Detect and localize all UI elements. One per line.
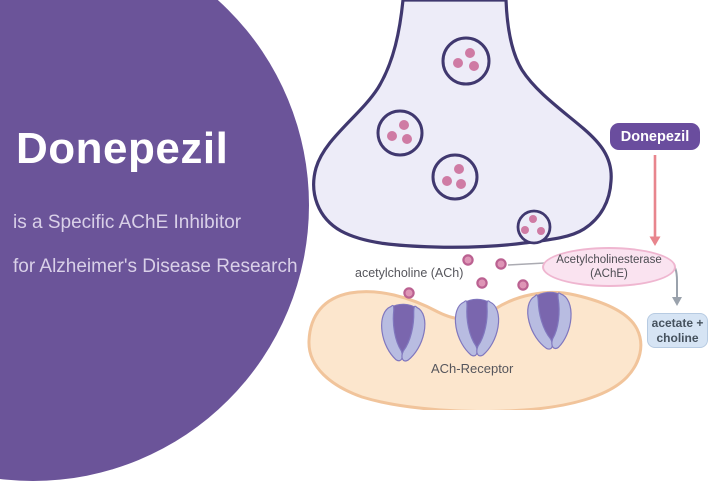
connector-line — [507, 262, 546, 266]
fusing-vesicle — [516, 209, 552, 245]
synapse-diagram — [307, 0, 682, 410]
ache-enzyme-line2: (AChE) — [590, 268, 628, 280]
products-line2: choline — [656, 330, 699, 345]
synaptic-vesicle — [376, 109, 424, 157]
subtitle-line-2: for Alzheimer's Disease Research — [13, 256, 298, 277]
products-line1: acetate + — [651, 316, 704, 331]
ache-enzyme-line1: Acetylcholinesterase — [556, 253, 662, 266]
ach-receptor-label: ACh-Receptor — [431, 361, 514, 376]
acetylcholine-label: acetylcholine (ACh) — [355, 266, 464, 280]
page-title: Donepezil — [16, 124, 229, 173]
breakdown-products-box: acetate + choline — [647, 313, 708, 348]
ache-enzyme-label: Acetylcholinesterase (AChE) — [542, 247, 676, 287]
subtitle-line-1: is a Specific AChE Inhibitor — [13, 212, 242, 233]
donepezil-chip: Donepezil — [610, 123, 700, 150]
presynaptic-terminal — [312, 0, 613, 249]
acetylcholine-molecules — [403, 254, 529, 299]
inhibition-arrow — [649, 155, 661, 246]
synaptic-vesicle — [441, 36, 491, 86]
synaptic-vesicle — [431, 153, 479, 201]
